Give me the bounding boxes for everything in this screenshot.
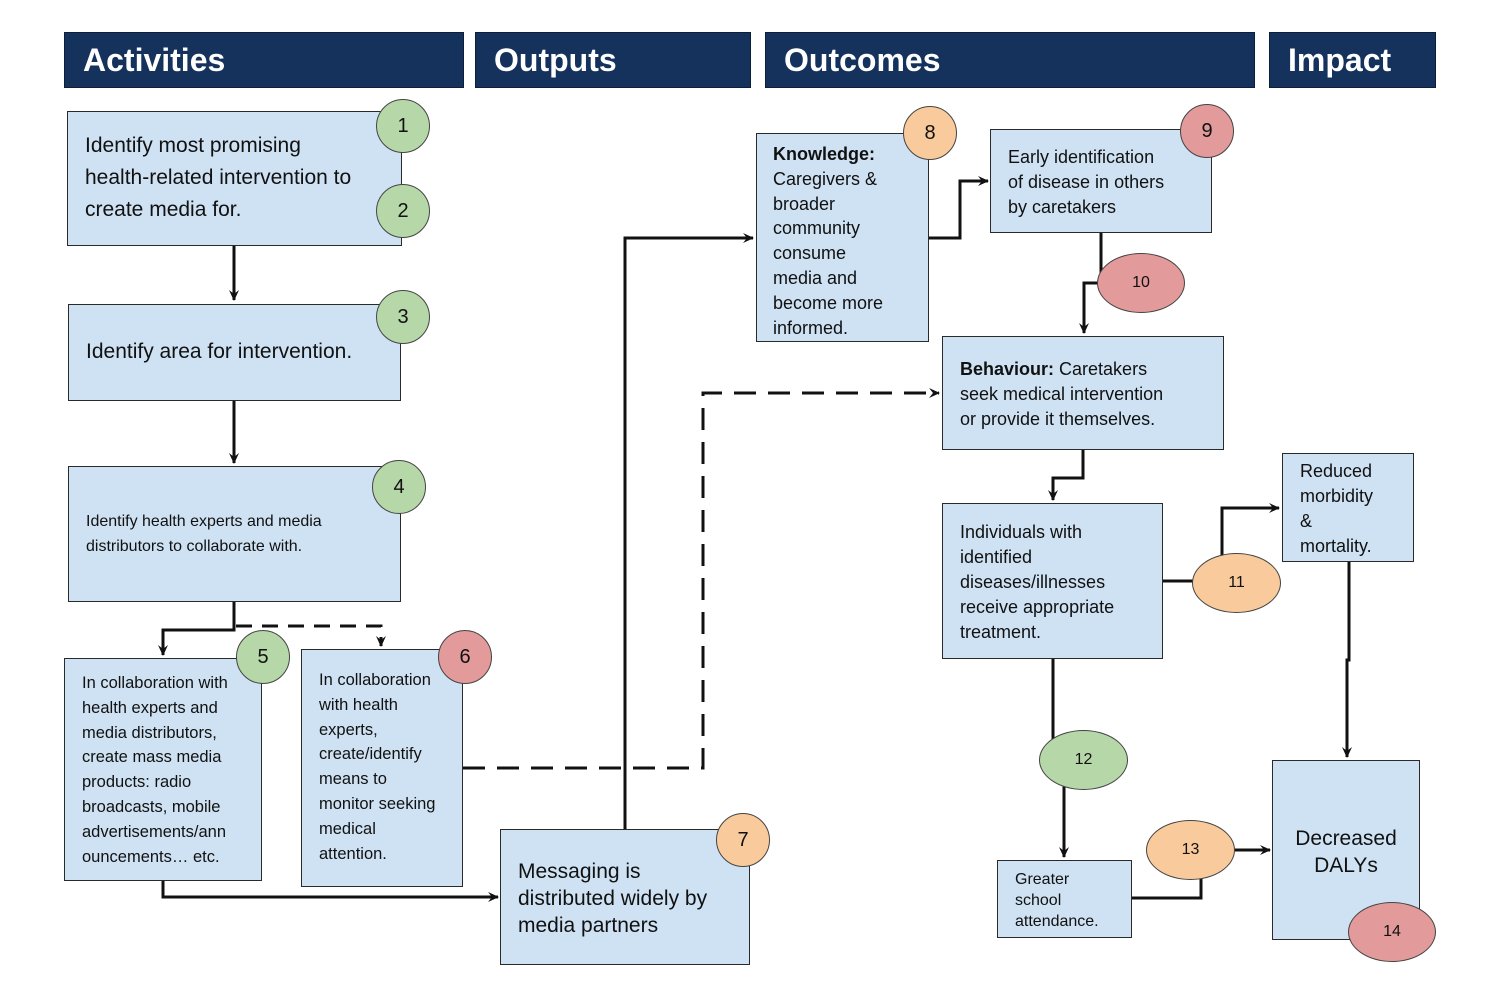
box-monitor-means-text: In collaboration with health experts, cr…: [319, 671, 436, 863]
header-impact: Impact: [1269, 32, 1436, 88]
badge-12: 12: [1039, 730, 1128, 790]
header-outcomes: Outcomes: [765, 32, 1255, 88]
box-identify-experts: Identify health experts and media distri…: [68, 466, 401, 602]
box-identify-area-text: Identify area for intervention.: [86, 340, 353, 363]
badge-2: 2: [376, 184, 430, 238]
box-behaviour-bold: Behaviour:: [960, 359, 1055, 379]
arrow-5-to-7: [161, 881, 499, 902]
badge-14: 14: [1348, 902, 1436, 962]
badge-13: 13: [1146, 820, 1235, 880]
box-identify-intervention: Identify most promising health-related i…: [67, 111, 402, 246]
box-receive-treatment: Individuals with identified diseases/ill…: [942, 503, 1163, 659]
arrow-4-to-5: [158, 602, 236, 656]
badge-10: 10: [1097, 253, 1185, 313]
badge-1: 1: [376, 99, 430, 153]
box-create-media-text: In collaboration with health experts and…: [82, 674, 228, 866]
box-school-attendance: Greater school attendance.: [997, 860, 1132, 938]
box-behaviour-text: Behaviour: Caretakers seek medical inter…: [960, 357, 1163, 432]
box-monitor-means: In collaboration with health experts, cr…: [301, 649, 463, 887]
box-create-media: In collaboration with health experts and…: [64, 658, 262, 881]
badge-9: 9: [1180, 104, 1234, 158]
arrow-12-to-14: [1342, 562, 1352, 758]
box-identify-intervention-text: Identify most promising health-related i…: [85, 134, 352, 221]
box-behaviour-body: Caretakers seek medical intervention or …: [960, 359, 1164, 429]
arrow-10-to-11: [1048, 450, 1085, 501]
arrow-8-to-9: [929, 176, 989, 240]
header-activities: Activities: [64, 32, 464, 88]
box-school-attendance-text: Greater school attendance.: [1015, 871, 1099, 930]
badge-6: 6: [438, 630, 492, 684]
box-knowledge-text: Knowledge: Caregivers & broader communit…: [773, 142, 883, 340]
box-messaging-distributed-text: Messaging is distributed widely by media…: [518, 860, 708, 937]
box-knowledge: Knowledge: Caregivers & broader communit…: [756, 133, 929, 342]
badge-8: 8: [903, 106, 957, 160]
badge-3: 3: [376, 290, 430, 344]
arrow-7-to-8: [623, 233, 754, 829]
box-identify-area: Identify area for intervention.: [68, 304, 401, 401]
box-messaging-distributed: Messaging is distributed widely by media…: [500, 829, 750, 965]
box-knowledge-body: Caregivers & broader community consume m…: [773, 168, 884, 338]
header-outputs: Outputs: [475, 32, 751, 88]
box-identify-experts-text: Identify health experts and media distri…: [86, 513, 322, 555]
box-knowledge-bold: Knowledge:: [773, 144, 875, 164]
box-reduced-morbidity-text: Reduced morbidity & mortality.: [1300, 461, 1374, 556]
box-receive-treatment-text: Individuals with identified diseases/ill…: [960, 522, 1115, 642]
arrow-9-to-10: [1079, 232, 1103, 334]
box-behaviour: Behaviour: Caretakers seek medical inter…: [942, 336, 1224, 450]
box-reduced-morbidity: Reduced morbidity & mortality.: [1282, 453, 1414, 562]
arrow-4-to-6-dashed: [232, 602, 386, 647]
badge-4: 4: [372, 460, 426, 514]
badge-5: 5: [236, 630, 290, 684]
box-early-identification: Early identification of disease in other…: [990, 129, 1212, 233]
badge-11: 11: [1192, 553, 1281, 613]
box-decreased-dalys-text: Decreased DALYs: [1295, 827, 1397, 877]
badge-7: 7: [716, 813, 770, 867]
arrow-6-to-10-dashed: [463, 388, 940, 770]
box-early-identification-text: Early identification of disease in other…: [1008, 147, 1165, 217]
